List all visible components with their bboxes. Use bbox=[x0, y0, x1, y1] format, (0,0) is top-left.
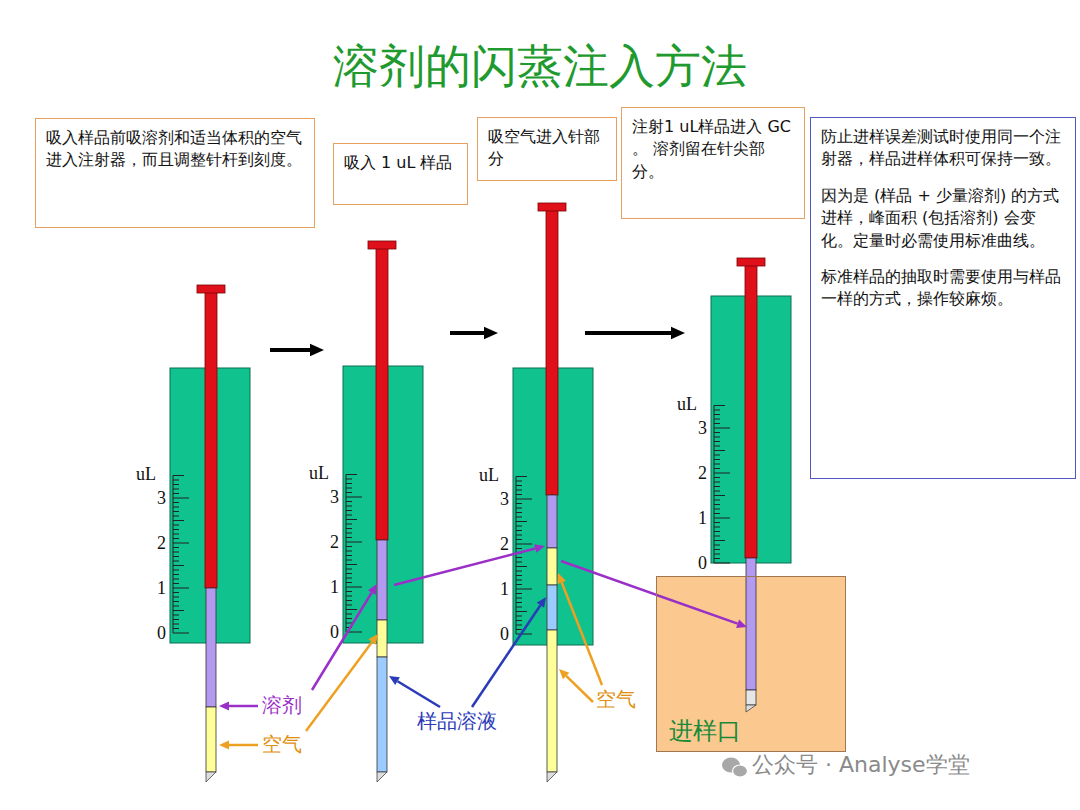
syringe bbox=[170, 285, 250, 782]
arrow-head bbox=[559, 669, 569, 679]
arrow-head bbox=[557, 573, 565, 584]
part-label: 空气 bbox=[262, 733, 302, 755]
injection-port: 进样口 bbox=[656, 576, 846, 752]
syringe-column bbox=[538, 203, 566, 782]
leader-line bbox=[270, 348, 310, 352]
arrow-head bbox=[219, 702, 229, 711]
leader-line bbox=[562, 582, 602, 685]
scale-label: 0 bbox=[473, 623, 509, 645]
leader-line bbox=[585, 331, 671, 335]
scale-label: 1 bbox=[130, 577, 166, 599]
scale-label: 0 bbox=[130, 622, 166, 644]
note-text: 吸入样品前吸溶剂和适当体积的空气进入注射器，而且调整针杆到刻度。 bbox=[46, 127, 304, 172]
scale-label: 3 bbox=[671, 417, 707, 439]
leader-line bbox=[312, 593, 372, 690]
scale-label: 3 bbox=[473, 488, 509, 510]
step-arrows bbox=[270, 327, 685, 357]
arrow-head bbox=[368, 584, 377, 595]
arrow-head bbox=[368, 634, 378, 645]
arrow-head bbox=[310, 344, 324, 357]
note-text: 因为是 (样品 + 少量溶剂) 的方式进样，峰面积 (包括溶剂) 会变化。定量时… bbox=[821, 185, 1065, 252]
arrow-head bbox=[219, 741, 229, 750]
watermark: 公众号 · Analyse学堂 bbox=[752, 754, 970, 776]
note-text: 防止进样误差测试时使用同一个注射器，样品进样体积可保持一致。 bbox=[821, 126, 1065, 171]
note-text: 吸空气进入针部分 bbox=[488, 126, 606, 171]
scale-label: 1 bbox=[473, 578, 509, 600]
leader-line bbox=[229, 705, 258, 708]
note-box: 吸入 1 uL 样品 bbox=[333, 143, 468, 205]
leader-line bbox=[656, 576, 738, 624]
arrow-head bbox=[389, 676, 400, 685]
syringe-column bbox=[737, 576, 765, 712]
note-text: 注射1 uL样品进入 GC 。 溶剂留在针尖部分。 bbox=[632, 116, 794, 183]
scale-label: 2 bbox=[671, 462, 707, 484]
note-box: 吸入样品前吸溶剂和适当体积的空气进入注射器，而且调整针杆到刻度。 bbox=[35, 118, 315, 228]
leader-line bbox=[306, 642, 372, 731]
note-box: 吸空气进入针部分 bbox=[477, 117, 617, 181]
arrow-head bbox=[484, 327, 498, 340]
arrow-head bbox=[537, 597, 546, 608]
leader-line bbox=[394, 549, 535, 585]
note-text: 标准样品的抽取时需要使用与样品一样的方式，操作较麻烦。 bbox=[821, 266, 1065, 311]
arrow-head bbox=[534, 544, 545, 553]
arrow-head bbox=[736, 619, 747, 627]
leader-line bbox=[450, 331, 484, 335]
leader-line bbox=[472, 605, 540, 707]
scale-label: uL bbox=[136, 463, 166, 485]
scale-label: uL bbox=[677, 393, 707, 415]
leader-line bbox=[566, 676, 593, 702]
wechat-icon bbox=[722, 758, 748, 778]
syringe bbox=[343, 241, 423, 782]
part-label: 空气 bbox=[596, 688, 636, 710]
scale-label: uL bbox=[309, 462, 339, 484]
arrow-head bbox=[671, 327, 685, 340]
note-box: 注射1 uL样品进入 GC 。 溶剂留在针尖部分。 bbox=[621, 107, 805, 219]
note-box: 防止进样误差测试时使用同一个注射器，样品进样体积可保持一致。因为是 (样品 + … bbox=[810, 117, 1076, 479]
scale-label: 2 bbox=[130, 532, 166, 554]
part-label: 样品溶液 bbox=[417, 710, 497, 732]
leader-line bbox=[229, 744, 258, 747]
scale-label: 0 bbox=[671, 552, 707, 574]
scale-label: 1 bbox=[303, 576, 339, 598]
part-label: 溶剂 bbox=[262, 694, 302, 716]
scale-label: 0 bbox=[303, 621, 339, 643]
scale-label: 3 bbox=[303, 486, 339, 508]
note-text: 吸入 1 uL 样品 bbox=[344, 152, 457, 174]
syringe-column bbox=[197, 285, 225, 782]
scale-label: 2 bbox=[473, 533, 509, 555]
scale-label: 3 bbox=[130, 487, 166, 509]
syringe-column bbox=[368, 241, 396, 782]
scale-label: uL bbox=[479, 464, 509, 486]
leader-line bbox=[398, 681, 440, 707]
scale-label: 1 bbox=[671, 507, 707, 529]
syringe bbox=[513, 203, 593, 782]
port-label: 进样口 bbox=[669, 715, 741, 747]
diagram-title: 溶剂的闪蒸注入方法 bbox=[0, 36, 1080, 98]
scale-label: 2 bbox=[303, 531, 339, 553]
